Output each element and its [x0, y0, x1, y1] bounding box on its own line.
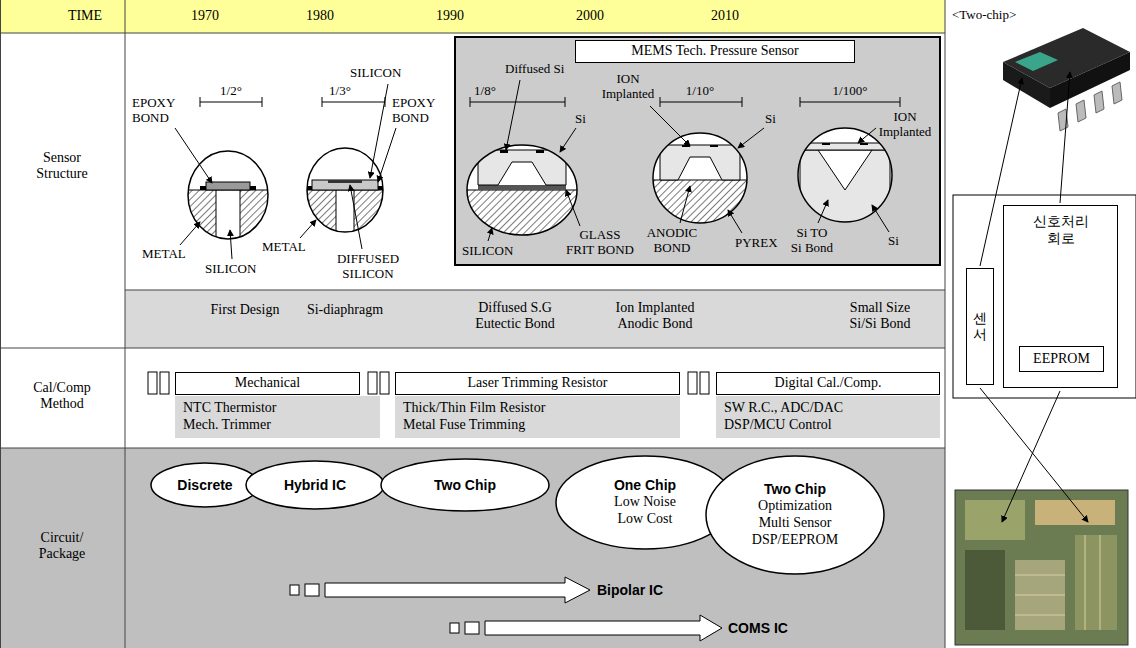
text-group: Discrete [177, 477, 232, 494]
node-text: 센서 [973, 311, 987, 342]
row-header: Circuit/ Package [38, 530, 85, 562]
method-detail-box: SW R.C., ADC/DAC DSP/MCU Control [716, 396, 940, 438]
part-label: METAL [142, 247, 186, 262]
node-text: EEPROM [1033, 351, 1090, 368]
dimension-label: 1/10° [686, 84, 714, 99]
text-group: 센서 [973, 311, 987, 342]
structure-feature: Small Size Si/Si Bond [849, 300, 911, 332]
row-header: Cal/Comp Method [33, 380, 91, 412]
part-label: GLASS FRIT BOND [566, 228, 635, 258]
year-header: 1970 [191, 8, 219, 24]
text-group: Laser Trimming Resistor [467, 375, 607, 392]
structure-feature: Diffused S.G Eutectic Bond [475, 300, 555, 332]
part-label: Diffused Si [505, 62, 564, 77]
dimension-label: 1/8° [474, 84, 496, 99]
node-text: Two Chip [764, 481, 826, 498]
ellipse-shape [381, 459, 549, 511]
part-label: DIFFUSED SILICON [337, 252, 400, 282]
node-text: SW R.C., ADC/DAC DSP/MCU Control [724, 400, 844, 434]
method-box: Laser Trimming Resistor [395, 372, 680, 395]
text-group: Hybrid IC [284, 477, 346, 494]
method-detail-box: NTC Thermistor Mech. Trimmer [175, 396, 380, 438]
text-group: Mechanical [235, 375, 300, 392]
part-label: EPOXY BOND [392, 96, 436, 126]
year-header: 1990 [436, 8, 464, 24]
row-header: Sensor Structure [36, 150, 88, 182]
method-box: Mechanical [175, 372, 360, 395]
text-group: Thick/Thin Film Resistor Metal Fuse Trim… [403, 400, 546, 434]
year-header: 1980 [306, 8, 334, 24]
part-label: METAL [262, 240, 306, 255]
part-label: SILICON [462, 244, 513, 259]
structure-feature: Ion Implanted Anodic Bond [615, 300, 694, 332]
dimension-label: 1/2° [220, 84, 242, 99]
node-text: One Chip [614, 477, 676, 494]
text-group: Digital Cal./Comp. [775, 375, 882, 392]
node-text: Low Noise Low Cost [614, 494, 676, 528]
text-group: SW R.C., ADC/DAC DSP/MCU Control [724, 400, 844, 434]
year-header: 2010 [711, 8, 739, 24]
text-group: EEPROM [1033, 351, 1090, 368]
method-box: Digital Cal./Comp. [716, 372, 940, 395]
node-text: Optimization Multi Sensor DSP/EEPROM [752, 498, 839, 548]
text-group: MEMS Tech. Pressure Sensor [631, 43, 799, 60]
circuit-block: 신호처리 회로 EEPROM [1003, 205, 1118, 388]
year-header: 2000 [576, 8, 604, 24]
dimension-label: 1/3° [329, 84, 351, 99]
part-label: ION Implanted [878, 110, 931, 140]
package-ellipse: Hybrid IC [245, 460, 385, 510]
ellipse-shape [706, 456, 884, 574]
node-text: Laser Trimming Resistor [467, 375, 607, 392]
process-arrow-label: COMS IC [728, 620, 788, 636]
part-label: Si [888, 234, 899, 249]
text-group: NTC Thermistor Mech. Trimmer [183, 400, 277, 434]
node-text: Digital Cal./Comp. [775, 375, 882, 392]
package-ellipse: Two Chip [380, 458, 550, 512]
structure-feature: First Design [211, 302, 280, 318]
part-label: EPOXY BOND [132, 96, 176, 126]
part-label: ION Implanted [601, 72, 654, 102]
process-arrow-label: Bipolar IC [597, 582, 663, 598]
ellipse-shape [151, 463, 259, 507]
package-ellipse: Two ChipOptimization Multi Sensor DSP/EE… [705, 455, 885, 575]
method-detail-box: Thick/Thin Film Resistor Metal Fuse Trim… [395, 396, 680, 438]
node-text: 신호처리 회로 [1032, 214, 1089, 248]
part-label: SILICON [205, 262, 256, 277]
part-label: PYREX [735, 236, 778, 251]
part-label: ANODIC BOND [646, 226, 697, 256]
part-label: Si [575, 112, 586, 127]
package-ellipse: Discrete [150, 462, 260, 508]
part-label: SILICON [350, 66, 401, 81]
node-text: Hybrid IC [284, 477, 346, 494]
node-text: Two Chip [434, 477, 496, 494]
dimension-label: 1/100° [833, 84, 868, 99]
node-text: Thick/Thin Film Resistor Metal Fuse Trim… [403, 400, 546, 434]
ellipse-shape [246, 461, 384, 509]
node-text: Mechanical [235, 375, 300, 392]
text-group: Two Chip [434, 477, 496, 494]
sensor-block: 센서 [966, 268, 994, 385]
node-text: MEMS Tech. Pressure Sensor [631, 43, 799, 60]
text-group: 신호처리 회로 [1032, 214, 1089, 248]
text-group: One ChipLow Noise Low Cost [614, 477, 676, 527]
text-group: Two ChipOptimization Multi Sensor DSP/EE… [752, 481, 839, 548]
memory-block: EEPROM [1019, 346, 1104, 372]
column-header: TIME [68, 8, 102, 24]
part-label: Si [765, 112, 776, 127]
figure-title: <Two-chip> [952, 8, 1016, 23]
title-box: MEMS Tech. Pressure Sensor [575, 40, 855, 63]
node-text: NTC Thermistor Mech. Trimmer [183, 400, 277, 434]
node-text: Discrete [177, 477, 232, 494]
part-label: Si TO Si Bond [791, 226, 834, 256]
structure-feature: Si-diaphragm [307, 302, 383, 318]
